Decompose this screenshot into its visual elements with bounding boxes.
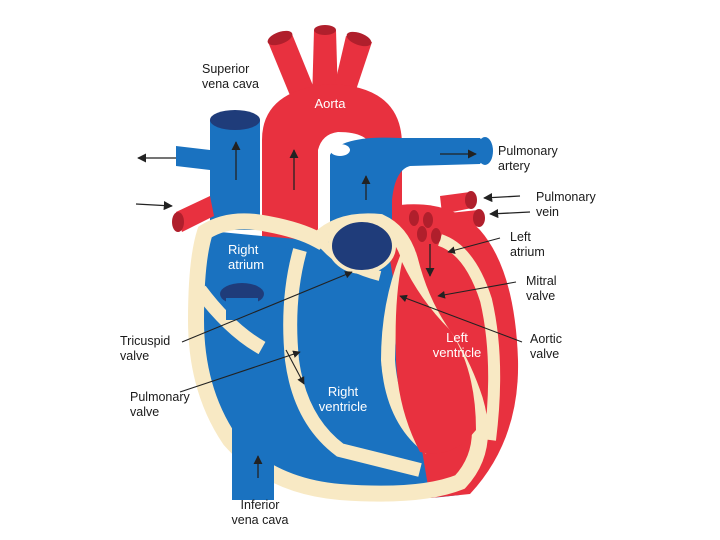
superior-vena-cava — [172, 110, 260, 232]
aortic-opening — [328, 218, 396, 274]
label-mitral-valve: Mitral valve — [526, 274, 557, 303]
label-pulmonary-vein: Pulmonary vein — [536, 190, 596, 219]
pulmonary-vein-openings — [409, 210, 441, 244]
label-left-atrium: Left atrium — [510, 230, 545, 259]
label-inferior-vena-cava: Inferior vena cava — [231, 498, 289, 527]
label-right-ventricle: Right ventricle — [318, 384, 368, 414]
label-pulmonary-valve: Pulmonary valve — [130, 390, 190, 419]
flow-arrows — [135, 141, 531, 478]
label-aorta: Aorta — [314, 96, 346, 111]
label-leader-lines — [179, 237, 523, 393]
label-pulmonary-artery: Pulmonary artery — [498, 144, 558, 173]
septum — [283, 248, 422, 477]
heart-wall — [187, 213, 488, 502]
label-right-atrium: Right atrium — [228, 242, 265, 272]
aorta — [262, 84, 402, 240]
label-aortic-valve: Aortic valve — [530, 332, 562, 361]
label-tricuspid-valve: Tricuspid valve — [120, 334, 171, 363]
inferior-vena-cava — [232, 420, 274, 500]
label-left-ventricle: Left ventricle — [432, 330, 482, 360]
label-superior-vena-cava: Superior vena cava — [202, 62, 259, 91]
